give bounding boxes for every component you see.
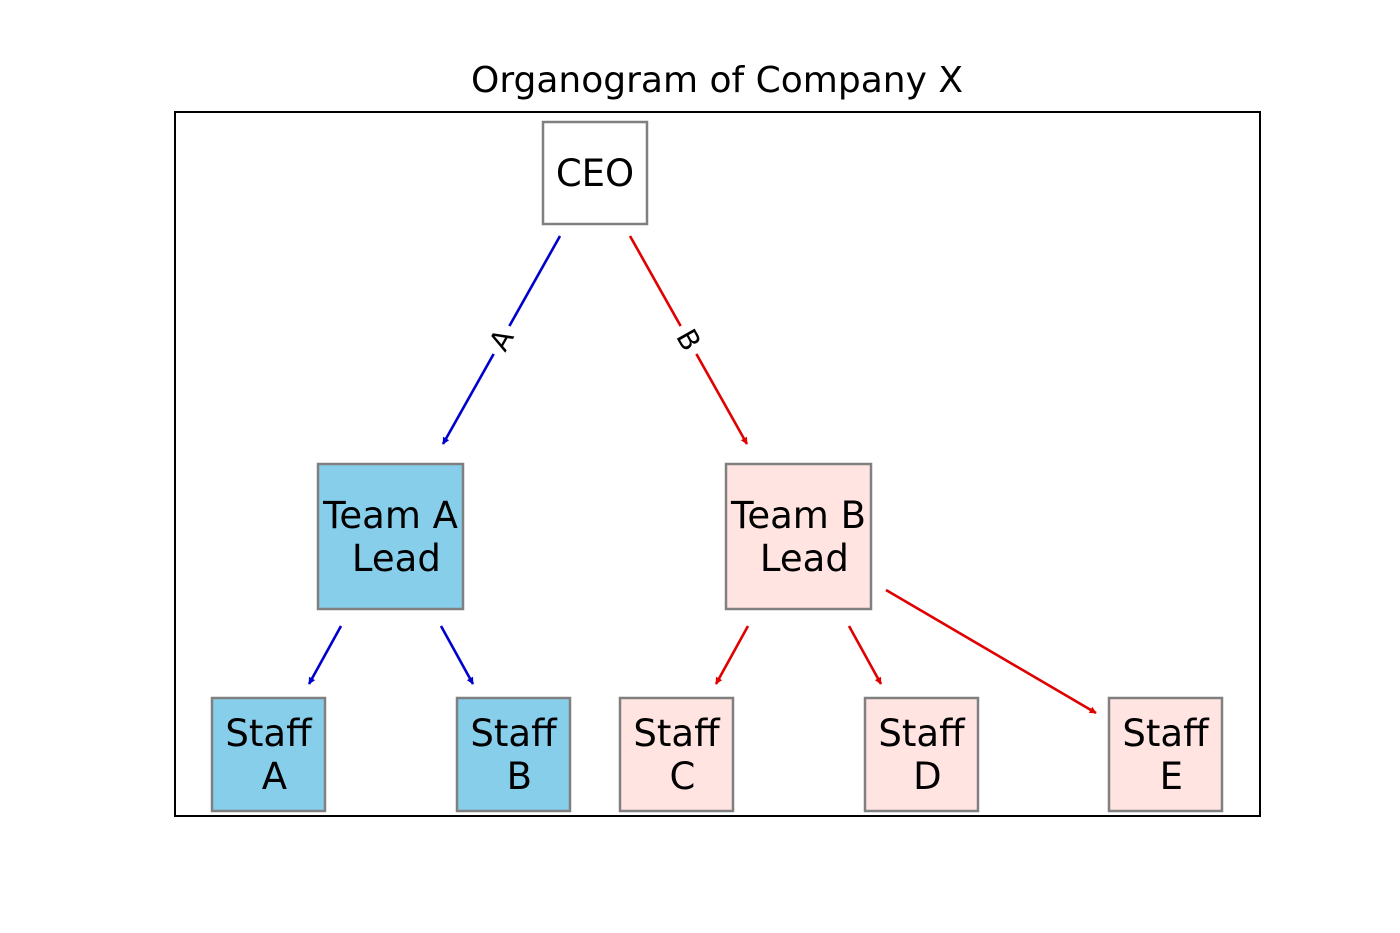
node-label-line: Staff: [1122, 712, 1210, 755]
node-label-line: Staff: [470, 712, 558, 755]
node-label-line: CEO: [556, 152, 634, 195]
node-label-line: Lead: [748, 537, 849, 580]
node-box: [210, 696, 327, 813]
node-label: Team B Lead: [730, 494, 866, 580]
edge-team-b-lead-to-staff-d: [847, 625, 883, 685]
edge-line: [847, 625, 883, 685]
node-staff-d: Staff D: [863, 696, 980, 813]
node-label-line: Staff: [878, 712, 966, 755]
node-box: [316, 462, 465, 611]
node-staff-a: Staff A: [210, 696, 327, 813]
node-box: [455, 696, 572, 813]
node-box: [724, 462, 873, 611]
node-staff-b: Staff B: [455, 696, 572, 813]
node-box: [1107, 696, 1224, 813]
node-label-line: E: [1148, 755, 1183, 798]
edge-ceo-to-team-a-lead: A: [441, 235, 562, 445]
node-label-line: Staff: [225, 712, 313, 755]
edge-team-a-lead-to-staff-b: [439, 625, 475, 685]
node-label-line: C: [658, 755, 696, 798]
node-label-line: B: [495, 755, 532, 798]
node-label-line: Staff: [633, 712, 721, 755]
edge-line: [714, 625, 750, 685]
node-label: Team A Lead: [322, 494, 458, 580]
edge-team-b-lead-to-staff-e: [885, 588, 1097, 715]
node-label: Staff A: [225, 712, 313, 798]
edge-line: [439, 625, 475, 685]
edge-ceo-to-team-b-lead: B: [628, 235, 749, 445]
node-team-a-lead: Team A Lead: [316, 462, 465, 611]
node-label: Staff B: [470, 712, 558, 798]
node-label: CEO: [556, 152, 634, 195]
node-label-line: D: [901, 755, 941, 798]
node-label-line: Lead: [340, 537, 441, 580]
node-label-line: Team B: [730, 494, 866, 537]
node-box: [541, 120, 649, 226]
plot-frame: [174, 111, 1261, 817]
node-box: [863, 696, 980, 813]
node-label-line: A: [250, 755, 287, 798]
node-ceo: CEO: [541, 120, 649, 226]
node-label: Staff C: [633, 712, 721, 798]
edge-line: [885, 588, 1097, 715]
node-label: Staff D: [878, 712, 966, 798]
edge-team-a-lead-to-staff-a: [307, 625, 343, 685]
node-staff-e: Staff E: [1107, 696, 1224, 813]
edge-label-gap: [476, 316, 527, 364]
node-label: Staff E: [1122, 712, 1210, 798]
node-box: [618, 696, 735, 813]
node-team-b-lead: Team B Lead: [724, 462, 873, 611]
node-staff-c: Staff C: [618, 696, 735, 813]
diagram-title: Organogram of Company X: [471, 60, 963, 101]
edge-line: [307, 625, 343, 685]
edge-label-gap: [663, 316, 714, 364]
edge-team-b-lead-to-staff-c: [714, 625, 750, 685]
node-label-line: Team A: [322, 494, 458, 537]
